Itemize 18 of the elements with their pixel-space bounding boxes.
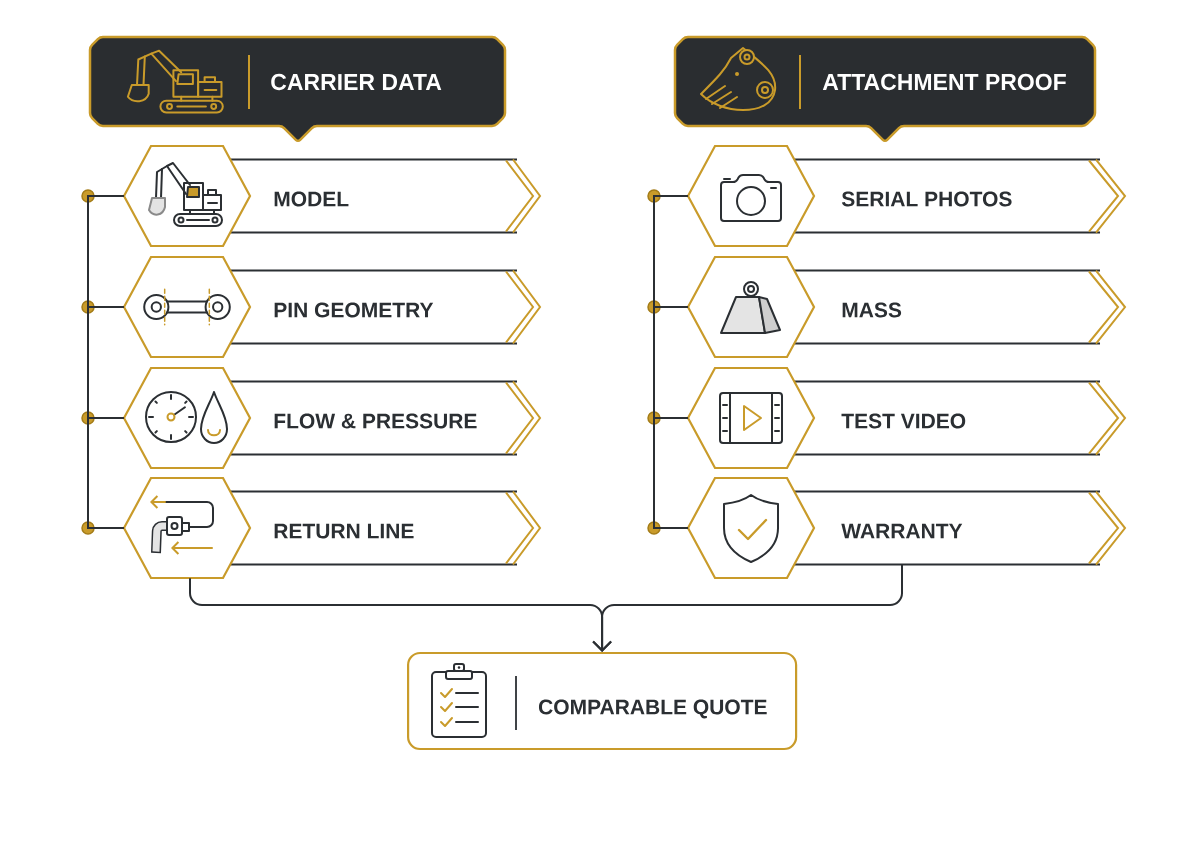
rounded-box: COMPARABLE QUOTE — [407, 651, 798, 751]
connector-line — [87, 195, 125, 308]
hexagon-banner: MASS — [686, 255, 1127, 359]
connector-line — [653, 195, 689, 308]
callout-box: ATTACHMENT PROOF — [673, 35, 1097, 142]
connector-line — [653, 417, 689, 529]
connector-line — [87, 306, 125, 419]
hexagon-banner: WARRANTY — [686, 476, 1127, 580]
hexagon-banner: SERIAL PHOTOS — [686, 144, 1127, 248]
connector-line — [87, 417, 125, 529]
callout-box: CARRIER DATA — [88, 35, 507, 142]
hexagon-banner: FLOW & PRESSURE — [122, 366, 542, 470]
hexagon-banner: MODEL — [122, 144, 542, 248]
hexagon-banner: TEST VIDEO — [686, 366, 1127, 470]
hexagon-banner: RETURN LINE — [122, 476, 542, 580]
arrow — [592, 563, 903, 652]
connector-line — [653, 306, 689, 419]
hexagon-banner: PIN GEOMETRY — [122, 255, 542, 359]
